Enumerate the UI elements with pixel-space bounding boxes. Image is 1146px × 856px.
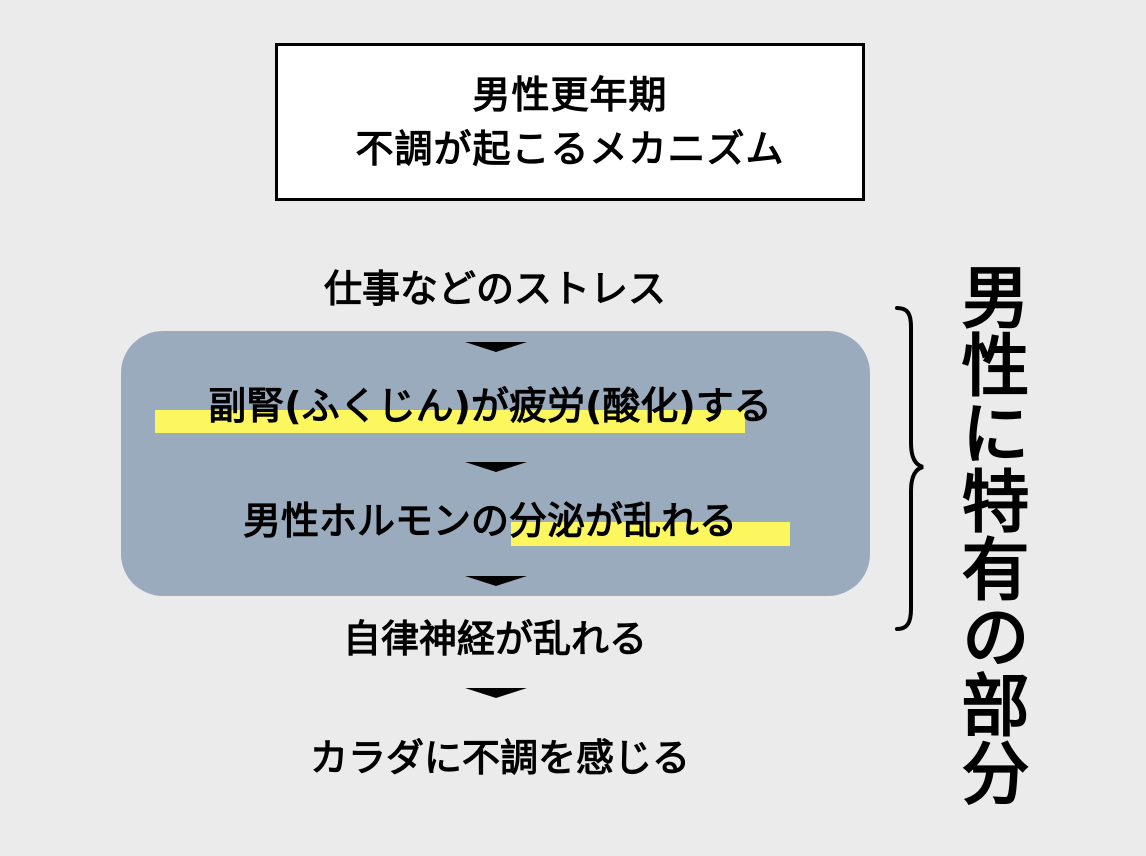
down-arrow-icon [465,462,527,472]
step-male-hormone: 男性ホルモンの分泌が乱れる [242,499,737,543]
step-adrenal-fatigue: 副腎(ふくじん)が疲労(酸化)する [208,384,772,428]
step-body-discomfort: カラダに不調を感じる [309,736,690,780]
down-arrow-icon [465,342,527,352]
curly-brace-icon [895,306,924,631]
highlight-adrenal-fatigue [155,410,745,433]
step-stress: 仕事などのストレス [323,267,666,311]
title-line-2: 不調が起こるメカニズム [355,127,785,171]
step-autonomic-nerves: 自律神経が乱れる [342,617,647,661]
down-arrow-icon [465,576,527,586]
down-arrow-icon [465,688,527,698]
highlight-hormone-secretion [511,522,790,546]
male-specific-label: 男性に特有の部分 [949,262,1028,806]
title-box: 男性更年期 不調が起こるメカニズム [275,43,865,201]
title-line-1: 男性更年期 [472,73,668,117]
